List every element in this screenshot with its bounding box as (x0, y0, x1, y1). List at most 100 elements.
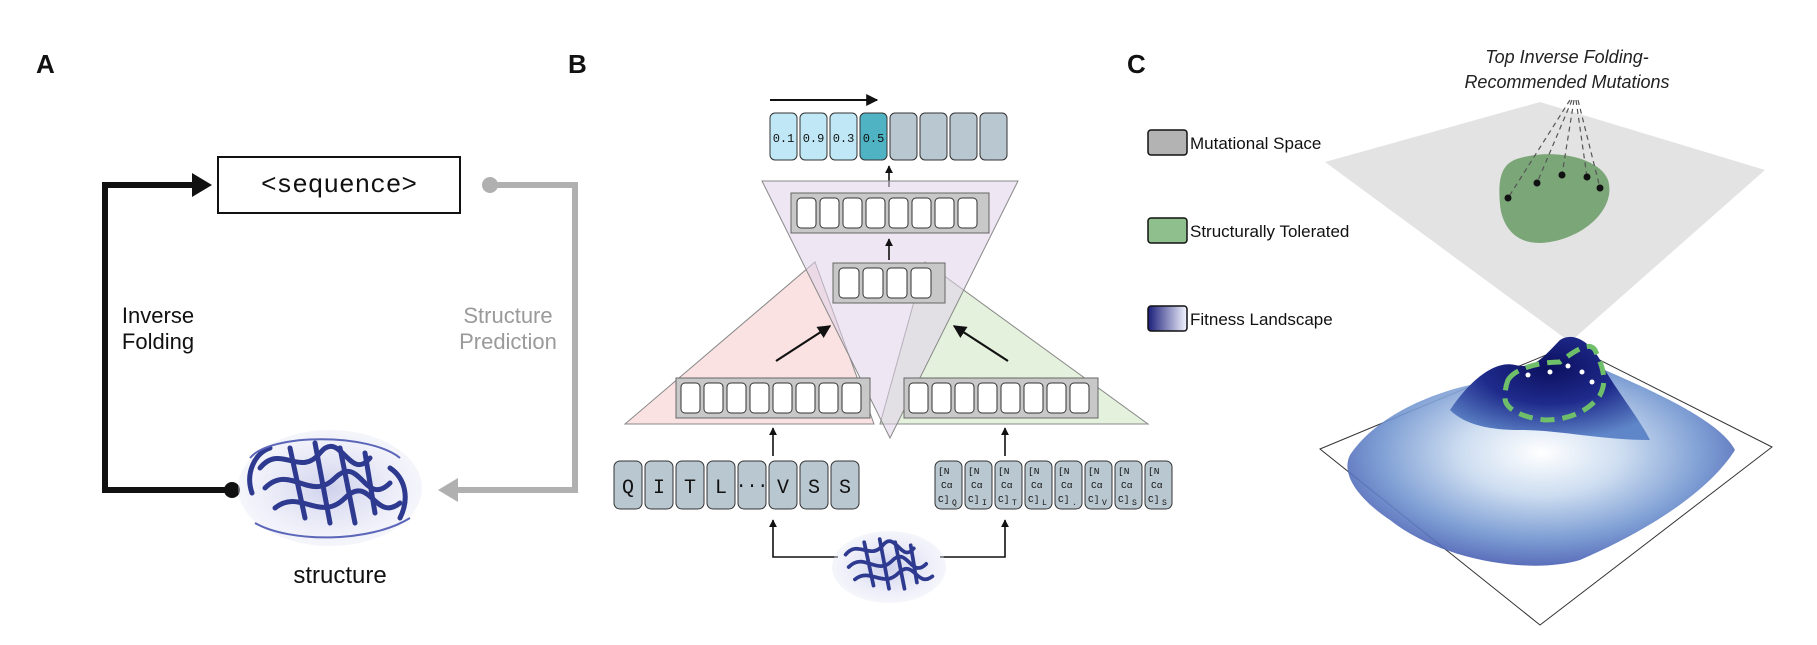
decoder-layer-cells (796, 197, 978, 229)
structure-prediction-label-1: Structure (463, 303, 552, 328)
output-prob-value: 0.3 (833, 132, 855, 146)
output-empty-cell (979, 112, 1008, 161)
sequence-token (799, 460, 829, 510)
inverse-folding-arrow (102, 182, 232, 493)
structure-token-c: C] (1058, 494, 1069, 505)
panel-c-letter: C (1127, 49, 1146, 79)
decoder-triangle (761, 180, 1019, 440)
structure-token-ca: Cα (1061, 480, 1073, 491)
structure-token-n: [N (1088, 466, 1099, 477)
sequence-token (613, 460, 643, 510)
structure-token-c: C] (968, 494, 979, 505)
input-protein-image (831, 531, 947, 603)
panel-c: C Mutational Space Structurally Tolerate… (1127, 47, 1773, 626)
output-empty-cell (919, 112, 948, 161)
structure-token-ca: Cα (1091, 480, 1103, 491)
output-prob-cell (829, 112, 858, 161)
structure-token-n: [N (1028, 466, 1039, 477)
legend-swatch-mutational-space (1147, 129, 1188, 156)
structure-label: structure (293, 562, 386, 589)
sequence-token-label: V (777, 477, 789, 500)
output-prob-value: 0.5 (863, 132, 885, 146)
output-prob-cell (859, 112, 888, 161)
structure-token-n: [N (968, 466, 979, 477)
sequence-label: <sequence> (261, 170, 417, 200)
fitness-landscape-surface (1347, 360, 1735, 566)
output-empty-cell (949, 112, 978, 161)
structure-token-residue: . (1072, 499, 1077, 508)
structure-token-residue: S (1162, 499, 1167, 508)
sequence-token-label: T (684, 477, 696, 500)
structure-prediction-arrow (455, 182, 578, 493)
output-prob-value: 0.1 (773, 132, 795, 146)
sequence-token-label: L (715, 477, 727, 500)
panel-b: B 0.1 0.9 0.3 0.5 (568, 49, 1173, 603)
sequence-token (768, 460, 798, 510)
sequence-encoder-cells (680, 382, 862, 414)
sequence-token-row: Q I T L ··· V S S (613, 460, 860, 510)
bottleneck-cells (838, 267, 932, 299)
legend-label-fitness-landscape: Fitness Landscape (1190, 310, 1333, 329)
structure-token-ca: Cα (1121, 480, 1133, 491)
sequence-to-bottleneck-arrow (775, 325, 832, 362)
output-probability-row: 0.1 0.9 0.3 0.5 (769, 112, 1008, 161)
structure-token-c: C] (1118, 494, 1129, 505)
tolerated-region-on-landscape (1502, 344, 1607, 423)
legend-swatch-fitness-landscape (1147, 305, 1188, 332)
protein-to-sequence-connector (769, 519, 838, 558)
output-prob-cell (769, 112, 798, 161)
legend-swatch-structurally-tolerated (1147, 217, 1188, 244)
structure-token: [N Cα C] L (1024, 460, 1053, 510)
structure-token-residue: T (1012, 499, 1017, 508)
structure-token-residue: Q (952, 499, 957, 508)
sequence-token-label: S (839, 477, 851, 500)
inverse-folding-label-1: Inverse (122, 303, 194, 328)
structure-token-ca: Cα (1001, 480, 1013, 491)
structure-encoder-cells (908, 382, 1090, 414)
structure-prediction-start-dot (482, 177, 498, 193)
structure-token-ca: Cα (1031, 480, 1043, 491)
inverse-folding-label-2: Folding (122, 329, 194, 354)
structure-token-residue: V (1102, 499, 1107, 508)
structure-token-c: C] (1148, 494, 1159, 505)
structure-token-c: C] (938, 494, 949, 505)
sequence-token (644, 460, 674, 510)
structure-token-residue: S (1132, 499, 1137, 508)
structure-token: [N Cα C] T (994, 460, 1023, 510)
structure-token-n: [N (1058, 466, 1069, 477)
sequence-token-label: Q (622, 477, 634, 500)
structure-to-bottleneck-arrow (952, 325, 1009, 362)
mutations-title-2: Recommended Mutations (1464, 72, 1669, 92)
sequence-token (706, 460, 736, 510)
sequence-token (675, 460, 705, 510)
structurally-tolerated-region (1499, 154, 1610, 243)
structure-token: [N Cα C] I (964, 460, 993, 510)
panel-a-letter: A (36, 49, 55, 79)
structure-token: [N Cα C] S (1114, 460, 1143, 510)
structure-token-c: C] (1028, 494, 1039, 505)
sequence-token-label: I (653, 477, 665, 500)
structure-token-residue: I (982, 499, 987, 508)
structure-prediction-arrowhead (438, 478, 458, 502)
structure-token-ca: Cα (1151, 480, 1163, 491)
sequence-box (217, 156, 461, 214)
inverse-folding-start-dot (224, 482, 240, 498)
structure-token-n: [N (938, 466, 949, 477)
mutations-title-1: Top Inverse Folding- (1485, 47, 1648, 67)
structure-token: [N Cα C] Q (934, 460, 963, 510)
protein-structure-image (238, 430, 422, 546)
legend-label-structurally-tolerated: Structurally Tolerated (1190, 222, 1349, 241)
structure-prediction-label-2: Prediction (459, 329, 557, 354)
structure-token-n: [N (1148, 466, 1159, 477)
panel-b-letter: B (568, 49, 587, 79)
structure-token-c: C] (998, 494, 1009, 505)
legend-label-mutational-space: Mutational Space (1190, 134, 1321, 153)
structure-token: [N Cα C] S (1144, 460, 1173, 510)
structure-token: [N Cα C] . (1054, 460, 1083, 510)
output-empty-cell (889, 112, 918, 161)
output-prob-cell (799, 112, 828, 161)
structure-token-row: [N Cα C] Q [N Cα C] I [N Cα C] T [N (934, 460, 1173, 510)
structure-token-n: [N (998, 466, 1009, 477)
landscape-mutation-points (1525, 363, 1595, 385)
